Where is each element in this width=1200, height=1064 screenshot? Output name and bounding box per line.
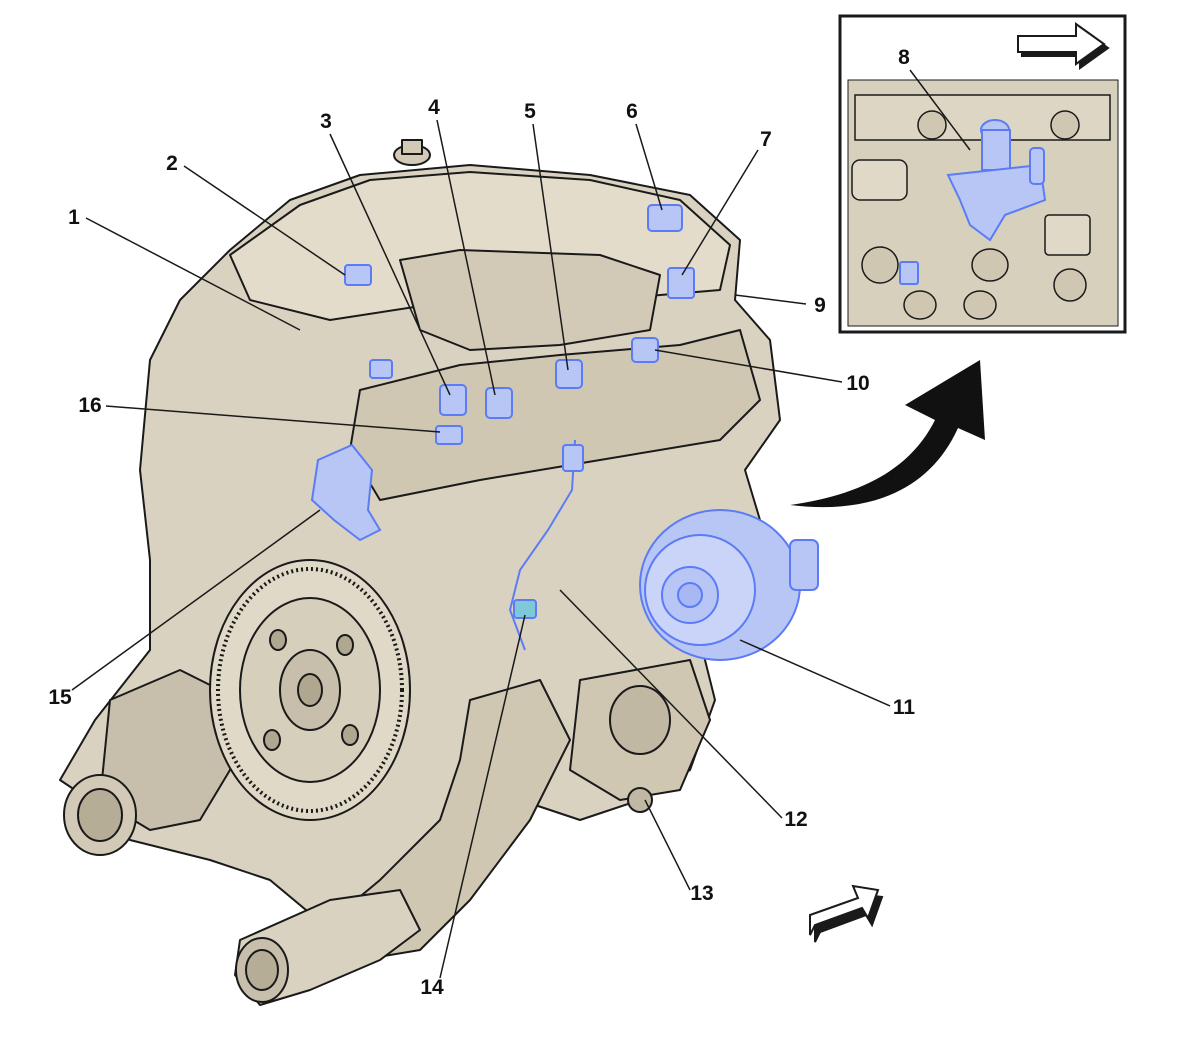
ignition-coil-3	[439, 384, 467, 416]
callout-11: 11	[893, 696, 916, 719]
callout-6: 6	[626, 100, 638, 123]
highlighted-parts	[310, 204, 819, 661]
sensor-7	[667, 267, 695, 299]
ignition-coil-10	[631, 337, 659, 363]
callout-5: 5	[524, 100, 536, 123]
engine-illustration	[59, 139, 781, 1006]
ignition-coil-5	[555, 359, 583, 389]
cylinder-head	[349, 329, 761, 501]
leader-line-15	[71, 509, 321, 691]
sensor-6	[647, 204, 683, 232]
water-pump-15	[310, 443, 382, 542]
leader-line-3	[329, 133, 451, 396]
flywheel	[209, 559, 411, 821]
leader-line-12	[559, 589, 783, 819]
leader-line-13	[644, 799, 691, 891]
alternator-11	[639, 509, 819, 661]
intake-plenum	[399, 249, 661, 351]
leader-line-7	[681, 149, 759, 276]
sensor-harness-12	[508, 439, 576, 651]
direction-arrow-icon	[1017, 22, 1110, 70]
leader-line-11	[739, 639, 891, 707]
leader-line-1	[85, 217, 301, 331]
leader-line-2	[183, 165, 346, 276]
callout-12: 12	[784, 808, 807, 831]
coolant-pump-8	[899, 119, 1047, 285]
callout-2: 2	[166, 152, 178, 175]
ignition-coil-4	[485, 387, 513, 419]
leader-line-9	[734, 294, 807, 305]
inset-detail	[838, 14, 1127, 334]
leader-line-14	[439, 614, 526, 979]
exhaust-pipe	[319, 679, 571, 961]
callout-8: 8	[898, 46, 910, 69]
leader-line-8	[909, 69, 971, 151]
callout-3: 3	[320, 110, 332, 133]
callout-9: 9	[814, 294, 826, 317]
callouts: 1 2 3 4 5 6 7 8 9 10 11 12 13 14 15 16	[48, 46, 915, 999]
sensor-12	[562, 444, 584, 472]
sensor-connector-left	[369, 359, 393, 379]
leader-line-16	[105, 405, 441, 433]
leader-line-10	[654, 349, 843, 383]
callout-10: 10	[846, 372, 869, 395]
callout-14: 14	[420, 976, 444, 999]
callout-15: 15	[48, 686, 72, 709]
leader-line-5	[532, 123, 569, 371]
callout-13: 13	[690, 882, 713, 905]
curved-arrow-icon	[790, 360, 985, 508]
leader-lines	[71, 69, 971, 979]
callout-1: 1	[68, 206, 80, 229]
callout-7: 7	[760, 128, 772, 151]
callout-4: 4	[428, 96, 440, 119]
sensor-2	[344, 264, 372, 286]
direction-arrow-icon	[809, 884, 884, 943]
connector-16	[435, 425, 463, 445]
leader-line-6	[635, 123, 663, 211]
callout-16: 16	[78, 394, 101, 417]
leader-line-4	[436, 119, 496, 396]
